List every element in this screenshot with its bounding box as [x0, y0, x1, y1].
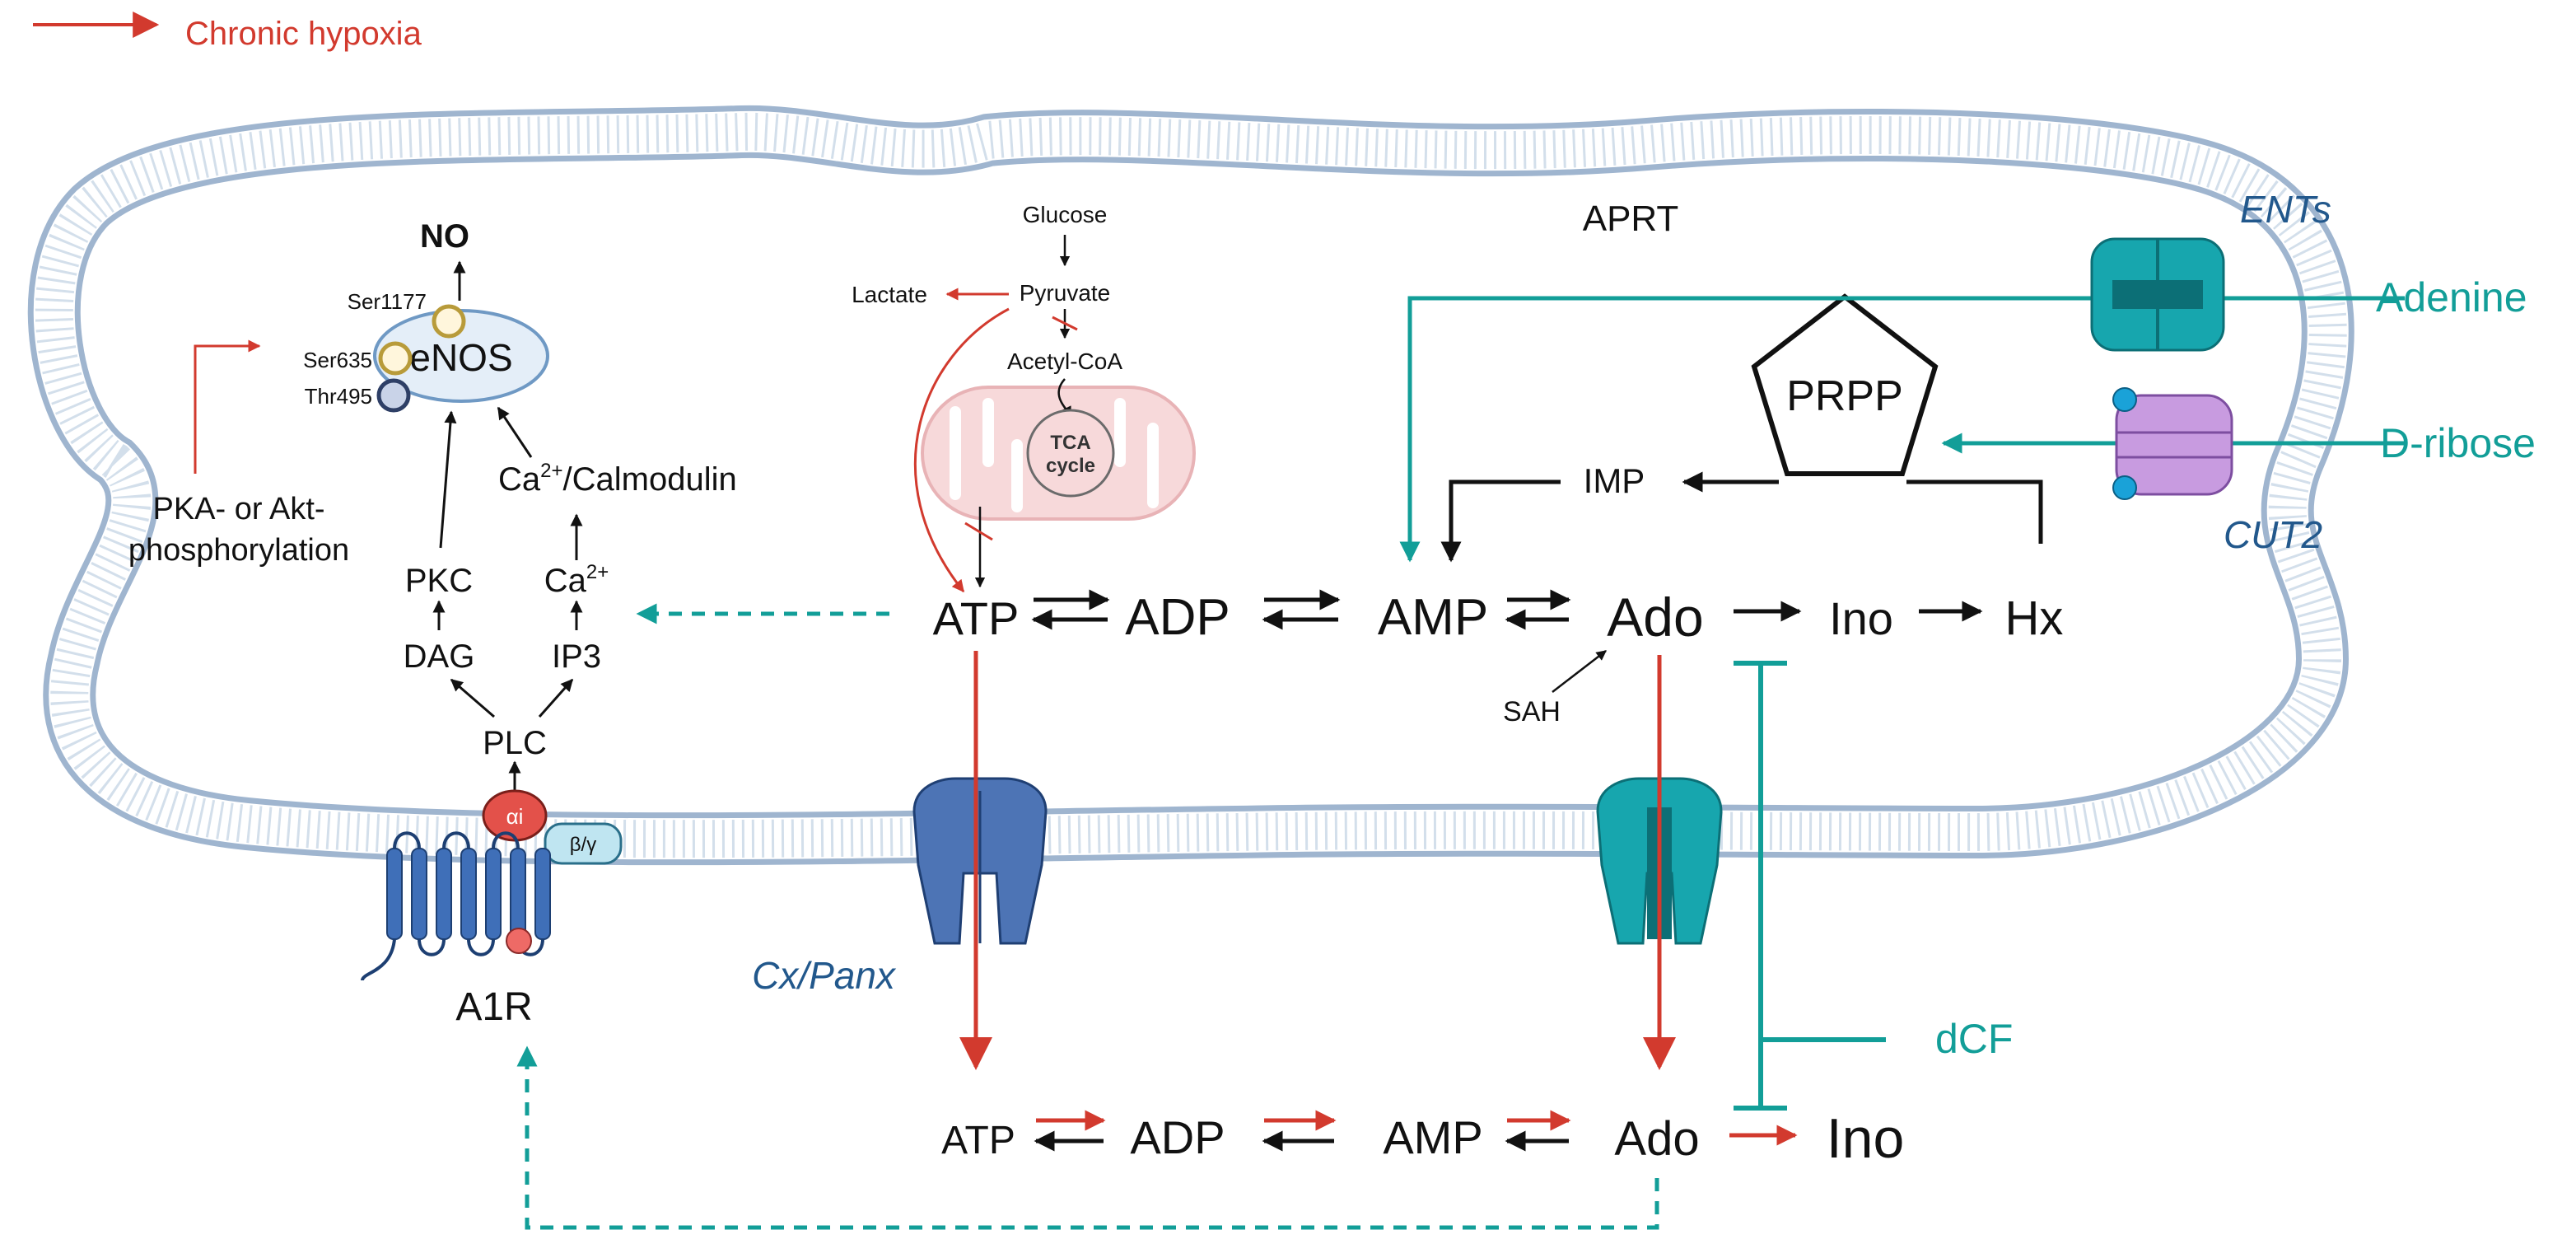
ents-transporter: ENTs [2090, 188, 2331, 352]
label-tca-2: cycle [1046, 455, 1095, 477]
label-amp-out: AMP [1383, 1111, 1482, 1163]
label-imp: IMP [1584, 461, 1645, 500]
label-ino-out: Ino [1827, 1107, 1905, 1170]
label-dcf: dCF [1935, 1016, 2013, 1062]
label-pkc: PKC [405, 563, 473, 599]
label-ado-out: Ado [1614, 1112, 1699, 1166]
label-ser635: Ser635 [303, 348, 372, 372]
label-lactate: Lactate [852, 282, 927, 307]
label-amp-in: AMP [1378, 589, 1488, 646]
label-pyruvate: Pyruvate [1020, 280, 1111, 306]
legend-chronic-hypoxia: Chronic hypoxia [185, 16, 422, 52]
glycolysis: Glucose Pyruvate Lactate Acetyl-CoA TCA … [852, 202, 1196, 593]
cut2-transporter: CUT2 [2112, 387, 2322, 556]
salvage-pathway: APRT PRPP IMP [1399, 199, 2405, 563]
label-a1r: A1R [455, 985, 532, 1029]
extracellular-chain: ATP ADP AMP Ado Ino [941, 1107, 1904, 1170]
label-ip3: IP3 [552, 638, 601, 675]
legend: Chronic hypoxia [33, 12, 422, 52]
label-adenine: Adenine [2376, 274, 2527, 320]
enos-module: NO eNOS Ser1177 Ser635 Thr495 PKA- or Ak… [128, 218, 737, 795]
intracellular-chain: ATP ADP AMP Ado Ino Hx SAH [933, 587, 2064, 727]
label-glucose: Glucose [1023, 202, 1108, 227]
label-ents: ENTs [2240, 188, 2331, 231]
label-ino-in: Ino [1829, 592, 1893, 644]
label-cut2: CUT2 [2224, 513, 2322, 556]
label-prpp: PRPP [1786, 372, 1903, 420]
label-no: NO [420, 218, 469, 255]
label-adp-in: ADP [1125, 589, 1230, 646]
label-atp-out: ATP [941, 1119, 1015, 1162]
label-d-ribose: D-ribose [2380, 420, 2536, 466]
label-ado-in: Ado [1607, 587, 1703, 648]
label-ca: Ca2+ [544, 561, 609, 599]
label-thr495: Thr495 [305, 384, 372, 409]
label-sah: SAH [1503, 696, 1561, 727]
cx-panx-channel: Cx/Panx [752, 777, 1048, 997]
label-ser1177: Ser1177 [348, 289, 427, 314]
label-aprt: APRT [1583, 199, 1679, 239]
ado-to-a1r-dashed-arrow [516, 1045, 1659, 1230]
label-atp-in: ATP [933, 592, 1020, 644]
label-alpha-i: αi [506, 804, 524, 829]
label-dag: DAG [404, 638, 475, 675]
label-enos: eNOS [409, 336, 512, 379]
a1r-receptor: αi β/γ A1R [361, 789, 623, 1029]
label-ca-calmodulin: Ca2+/Calmodulin [498, 460, 737, 498]
cell-membrane [27, 105, 2354, 866]
label-pka-akt-1: PKA- or Akt- [152, 492, 324, 526]
prpp-pentagon [1751, 293, 1939, 476]
label-hx-in: Hx [2005, 592, 2064, 645]
label-plc: PLC [483, 725, 547, 761]
label-cx-panx: Cx/Panx [752, 954, 897, 997]
label-acetyl-coa: Acetyl-CoA [1007, 348, 1122, 374]
label-pka-akt-2: phosphorylation [128, 533, 349, 568]
label-beta-gamma: β/γ [570, 834, 596, 856]
dcf-inhibition: dCF [1734, 661, 2013, 1111]
label-adp-out: ADP [1130, 1111, 1225, 1163]
label-tca-1: TCA [1050, 432, 1090, 454]
